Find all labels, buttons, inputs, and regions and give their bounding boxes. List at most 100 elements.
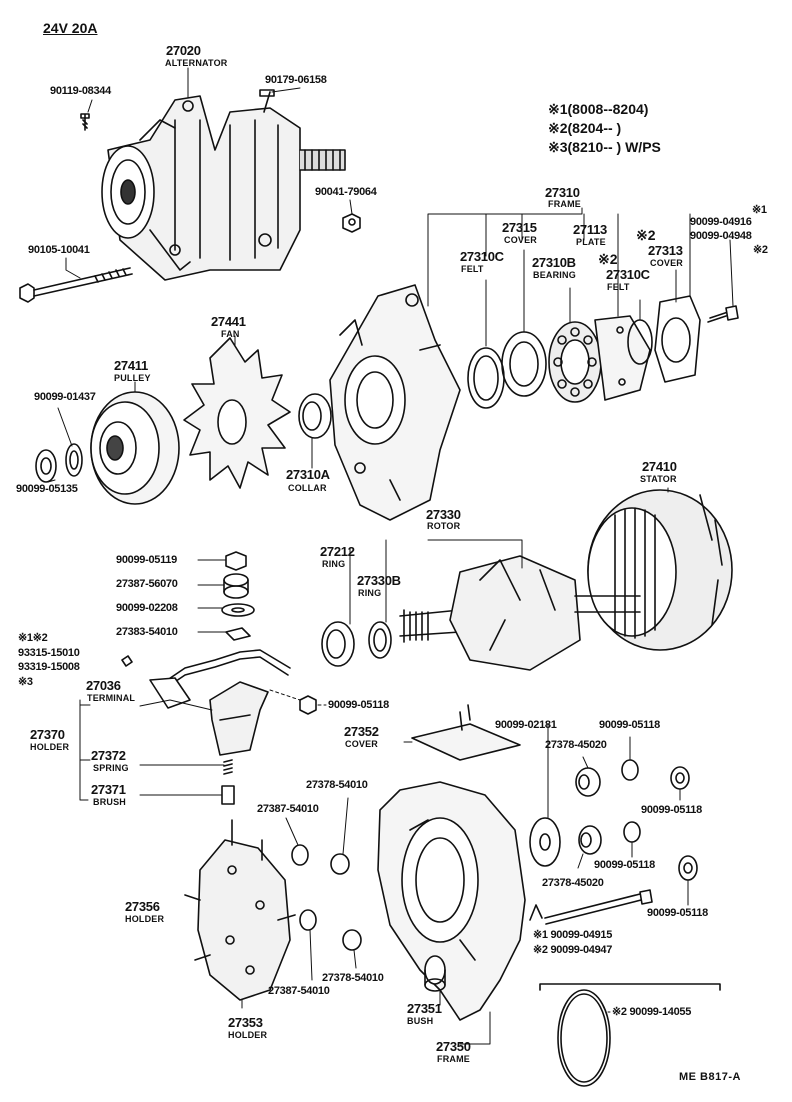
part-number-27378-45020-b: 27378-45020 bbox=[542, 877, 604, 889]
spring-27372-icon bbox=[223, 759, 233, 775]
part-name-holder-27370: HOLDER bbox=[30, 742, 70, 752]
part-number-90099-02181: 90099-02181 bbox=[495, 719, 557, 731]
part-name-felt-b: FELT bbox=[607, 282, 630, 292]
part-name-holder-27353: HOLDER bbox=[228, 1030, 268, 1040]
part-number-27353: 27353 bbox=[228, 1015, 263, 1030]
terminal-wire-icon bbox=[121, 649, 291, 709]
insulator-27378-54010-b-icon bbox=[342, 929, 362, 951]
part-name-fan: FAN bbox=[221, 329, 240, 339]
part-number-27212: 27212 bbox=[320, 544, 355, 559]
nut-90099-05118-e-icon bbox=[678, 855, 698, 881]
part-number-27372: 27372 bbox=[91, 748, 126, 763]
part-number-27441: 27441 bbox=[211, 314, 246, 329]
bolt-90179-icon bbox=[259, 89, 275, 113]
bolt-90105-icon bbox=[19, 267, 133, 303]
oring-90099-14055-icon bbox=[557, 989, 611, 1087]
part-number-90099-05118-a: 90099-05118 bbox=[328, 699, 389, 711]
legend-line-2: ※2(8204-- ) bbox=[548, 120, 622, 136]
nut-90099-05135-icon bbox=[35, 449, 57, 483]
part-name-brush: BRUSH bbox=[93, 797, 127, 807]
part-number-27313: 27313 bbox=[648, 243, 683, 258]
felt-27310c-icon bbox=[467, 347, 505, 409]
part-number-90099-04915: ※1 90099-04915 bbox=[533, 929, 613, 941]
nut-90099-05118-c-icon bbox=[670, 766, 690, 790]
part-number-27378-54010-a: 27378-54010 bbox=[306, 779, 368, 791]
part-number-90099-05118-e: 90099-05118 bbox=[647, 907, 708, 919]
alternator-assembly-icon bbox=[101, 95, 346, 281]
insulator-27378-45020-b-icon bbox=[578, 825, 602, 855]
part-number-90105-10041: 90105-10041 bbox=[28, 244, 90, 256]
part-name-spring: SPRING bbox=[93, 763, 129, 773]
part-number-27410: 27410 bbox=[642, 459, 677, 474]
cover-27315-icon bbox=[501, 331, 547, 397]
part-name-ring-27330b: RING bbox=[358, 588, 382, 598]
part-number-90099-05118-d: 90099-05118 bbox=[594, 859, 655, 871]
part-number-27036: 27036 bbox=[86, 678, 121, 693]
brush-27371-icon bbox=[221, 785, 235, 805]
bearing-27310b-icon bbox=[548, 321, 602, 403]
part-number-90179-06158: 90179-06158 bbox=[265, 74, 327, 86]
part-number-27352: 27352 bbox=[344, 724, 379, 739]
part-number-27310a: 27310A bbox=[286, 467, 330, 482]
nut-90099-05118-d-icon bbox=[623, 821, 641, 843]
mark-felt-b: ※2 bbox=[598, 251, 618, 267]
part-name-cover-27352: COVER bbox=[345, 739, 379, 749]
screw-90099-04916-icon bbox=[707, 305, 739, 323]
part-number-27387-54010-b: 27387-54010 bbox=[268, 985, 330, 997]
part-number-90099-05119: 90099-05119 bbox=[116, 554, 177, 566]
mark-04948: ※2 bbox=[753, 244, 768, 256]
oring-bracket-line bbox=[539, 983, 721, 991]
cover-27352-icon bbox=[411, 704, 521, 761]
holder-27356-icon bbox=[184, 819, 296, 1001]
part-number-27356: 27356 bbox=[125, 899, 160, 914]
plate-27383-54010-icon bbox=[225, 627, 251, 641]
part-number-90099-04948: 90099-04948 bbox=[690, 230, 752, 242]
part-name-cover-27315: COVER bbox=[504, 235, 538, 245]
part-name-felt-a: FELT bbox=[461, 264, 484, 274]
part-number-27351: 27351 bbox=[407, 1001, 442, 1016]
bush-27351-icon bbox=[424, 955, 446, 992]
part-name-bearing: BEARING bbox=[533, 270, 576, 280]
part-number-27330: 27330 bbox=[426, 507, 461, 522]
part-number-93315-15010: 93315-15010 bbox=[18, 647, 80, 659]
legend-line-3: ※3(8210-- ) W/PS bbox=[548, 139, 661, 155]
holder-27370-icon bbox=[209, 681, 269, 756]
drawing-code: ME B817-A bbox=[679, 1071, 741, 1083]
mark-93315: ※1※2 bbox=[18, 632, 48, 644]
part-name-cover-27313: COVER bbox=[650, 258, 684, 268]
drive-end-frame-icon bbox=[329, 284, 461, 521]
part-name-frame-27350: FRAME bbox=[437, 1054, 470, 1064]
diagram-title: 24V 20A bbox=[43, 20, 98, 36]
mark-93319: ※3 bbox=[18, 676, 33, 688]
nut-90041-icon bbox=[342, 213, 361, 233]
bolt-90099-04915-icon bbox=[529, 889, 653, 925]
washer-90099-02181-icon bbox=[529, 817, 561, 867]
part-number-90099-01437: 90099-01437 bbox=[34, 391, 96, 403]
part-name-stator: STATOR bbox=[640, 474, 677, 484]
part-number-27378-54010-b: 27378-54010 bbox=[322, 972, 384, 984]
part-number-27113: 27113 bbox=[573, 222, 607, 237]
part-number-27411: 27411 bbox=[114, 358, 148, 373]
nut-90099-05118-b-icon bbox=[621, 759, 639, 781]
nut-90099-05119-icon bbox=[225, 551, 247, 571]
legend-line-1: ※1(8008--8204) bbox=[548, 101, 649, 117]
part-number-27310c-a: 27310C bbox=[460, 249, 504, 264]
cover-27313-icon bbox=[654, 295, 701, 383]
bolt-90119-icon bbox=[80, 113, 90, 131]
part-name-rotor: ROTOR bbox=[427, 521, 461, 531]
nut-90099-05118-a-icon bbox=[299, 695, 317, 715]
part-number-27020: 27020 bbox=[166, 43, 201, 58]
stator-27410-icon bbox=[587, 489, 733, 651]
part-number-27310c-b: 27310C bbox=[606, 267, 650, 282]
part-number-27378-45020-a: 27378-45020 bbox=[545, 739, 607, 751]
part-name-terminal: TERMINAL bbox=[87, 693, 136, 703]
collar-27310a-icon bbox=[298, 393, 332, 439]
part-name-plate-27113: PLATE bbox=[576, 237, 606, 247]
part-name-collar: COLLAR bbox=[288, 483, 327, 493]
mark-27313: ※2 bbox=[636, 227, 656, 243]
part-name-bush: BUSH bbox=[407, 1016, 434, 1026]
part-number-27315: 27315 bbox=[502, 220, 537, 235]
part-number-90099-14055: ※2 90099-14055 bbox=[612, 1006, 692, 1018]
